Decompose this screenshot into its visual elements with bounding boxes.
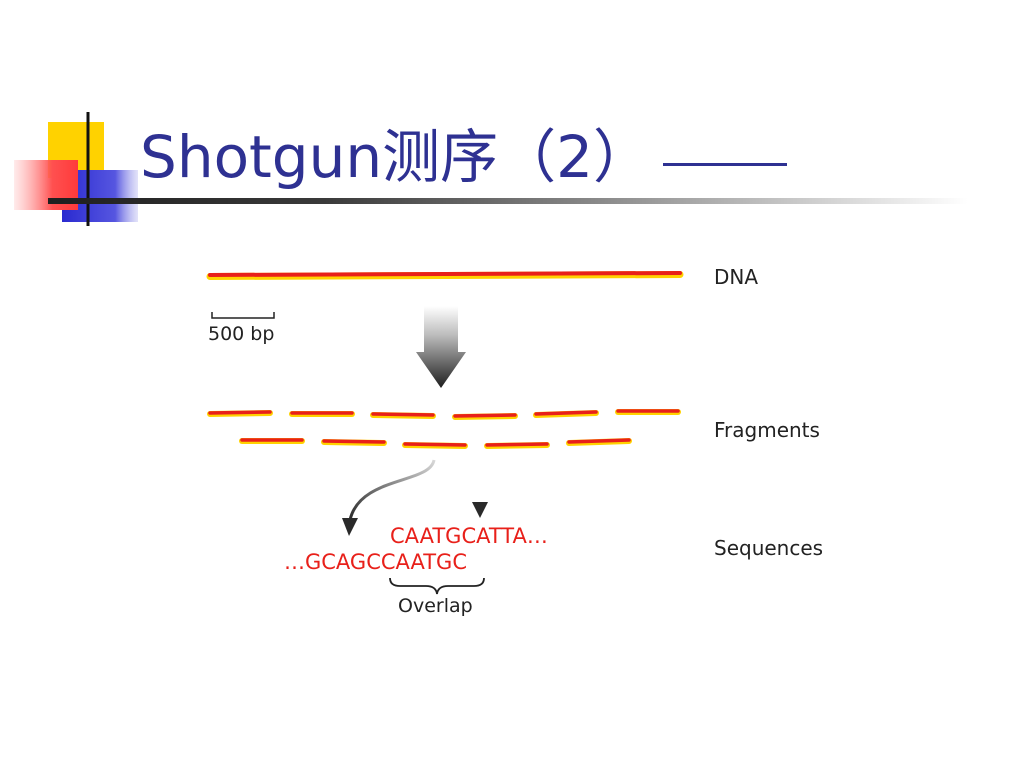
fragment	[289, 411, 355, 417]
overlap-label: Overlap	[398, 595, 473, 617]
fragment	[370, 412, 436, 419]
fragment	[321, 439, 387, 446]
scale-label: 500 bp	[208, 323, 274, 345]
fragment	[533, 410, 599, 418]
straight-arrow	[472, 430, 488, 518]
fragments-row-1	[207, 409, 681, 420]
fragment	[452, 413, 518, 420]
dna-strand	[206, 271, 684, 280]
sequence-upper: CAATGCATTA…	[390, 524, 548, 548]
dna-label: DNA	[714, 265, 758, 289]
sequences-label: Sequences	[714, 536, 823, 560]
title-underline	[48, 198, 968, 204]
sequence-lower: …GCAGCCAATGC	[284, 550, 467, 574]
fragment	[239, 438, 305, 444]
big-down-arrow	[416, 306, 466, 388]
fragment	[402, 442, 468, 449]
fragments-label: Fragments	[714, 418, 820, 442]
fragments-row-2	[239, 438, 632, 449]
fragment	[484, 442, 550, 449]
title-dash	[663, 163, 788, 167]
slide-title-text: Shotgun测序（2）	[140, 123, 652, 191]
fragment	[566, 438, 632, 446]
slide-title: Shotgun测序（2）	[140, 122, 788, 192]
overlap-brace	[389, 577, 485, 595]
scale-bar	[211, 312, 275, 319]
corner-decoration	[14, 112, 138, 226]
curved-arrow	[342, 459, 436, 536]
fragment	[207, 410, 273, 417]
fragment	[615, 409, 681, 415]
